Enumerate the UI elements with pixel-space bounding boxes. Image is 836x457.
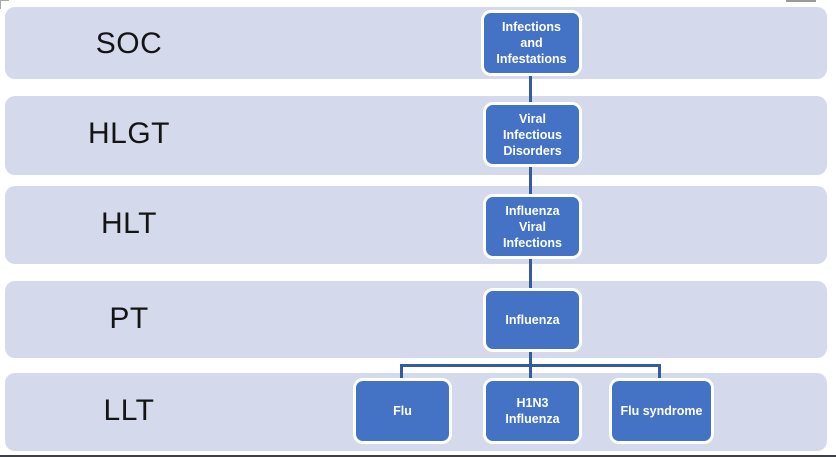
node-h1n3-influenza[interactable]: H1N3 Influenza <box>483 378 582 444</box>
connector-soc-hlgt <box>529 75 532 105</box>
node-influenza-viral-infections[interactable]: Influenza Viral Infections <box>483 194 582 259</box>
node-viral-infectious-disorders[interactable]: Viral Infectious Disorders <box>483 102 582 167</box>
connector-hlt-pt <box>529 259 532 290</box>
bottom-edge-line <box>0 455 836 457</box>
connector-llt-branch-left <box>400 364 403 380</box>
band-pt <box>5 281 827 358</box>
top-left-edge-artifact <box>0 0 9 9</box>
node-influenza[interactable]: Influenza <box>483 288 582 352</box>
row-label-hlgt: HLGT <box>87 117 170 150</box>
node-flu[interactable]: Flu <box>353 378 452 444</box>
band-hlgt <box>5 96 827 175</box>
row-label-hlt: HLT <box>101 207 157 240</box>
connector-hlgt-hlt <box>529 167 532 197</box>
row-label-llt: LLT <box>103 394 155 427</box>
node-infections-and-infestations[interactable]: Infections and Infestations <box>481 10 582 76</box>
node-flu-syndrome[interactable]: Flu syndrome <box>609 378 714 444</box>
row-label-pt: PT <box>109 302 149 335</box>
connector-llt-branch-right <box>658 364 661 380</box>
top-edge-artifact <box>786 0 816 2</box>
band-hlt <box>5 186 827 264</box>
band-soc <box>5 7 827 79</box>
connector-llt-branch-horizontal <box>400 364 661 367</box>
row-label-soc: SOC <box>95 27 163 60</box>
